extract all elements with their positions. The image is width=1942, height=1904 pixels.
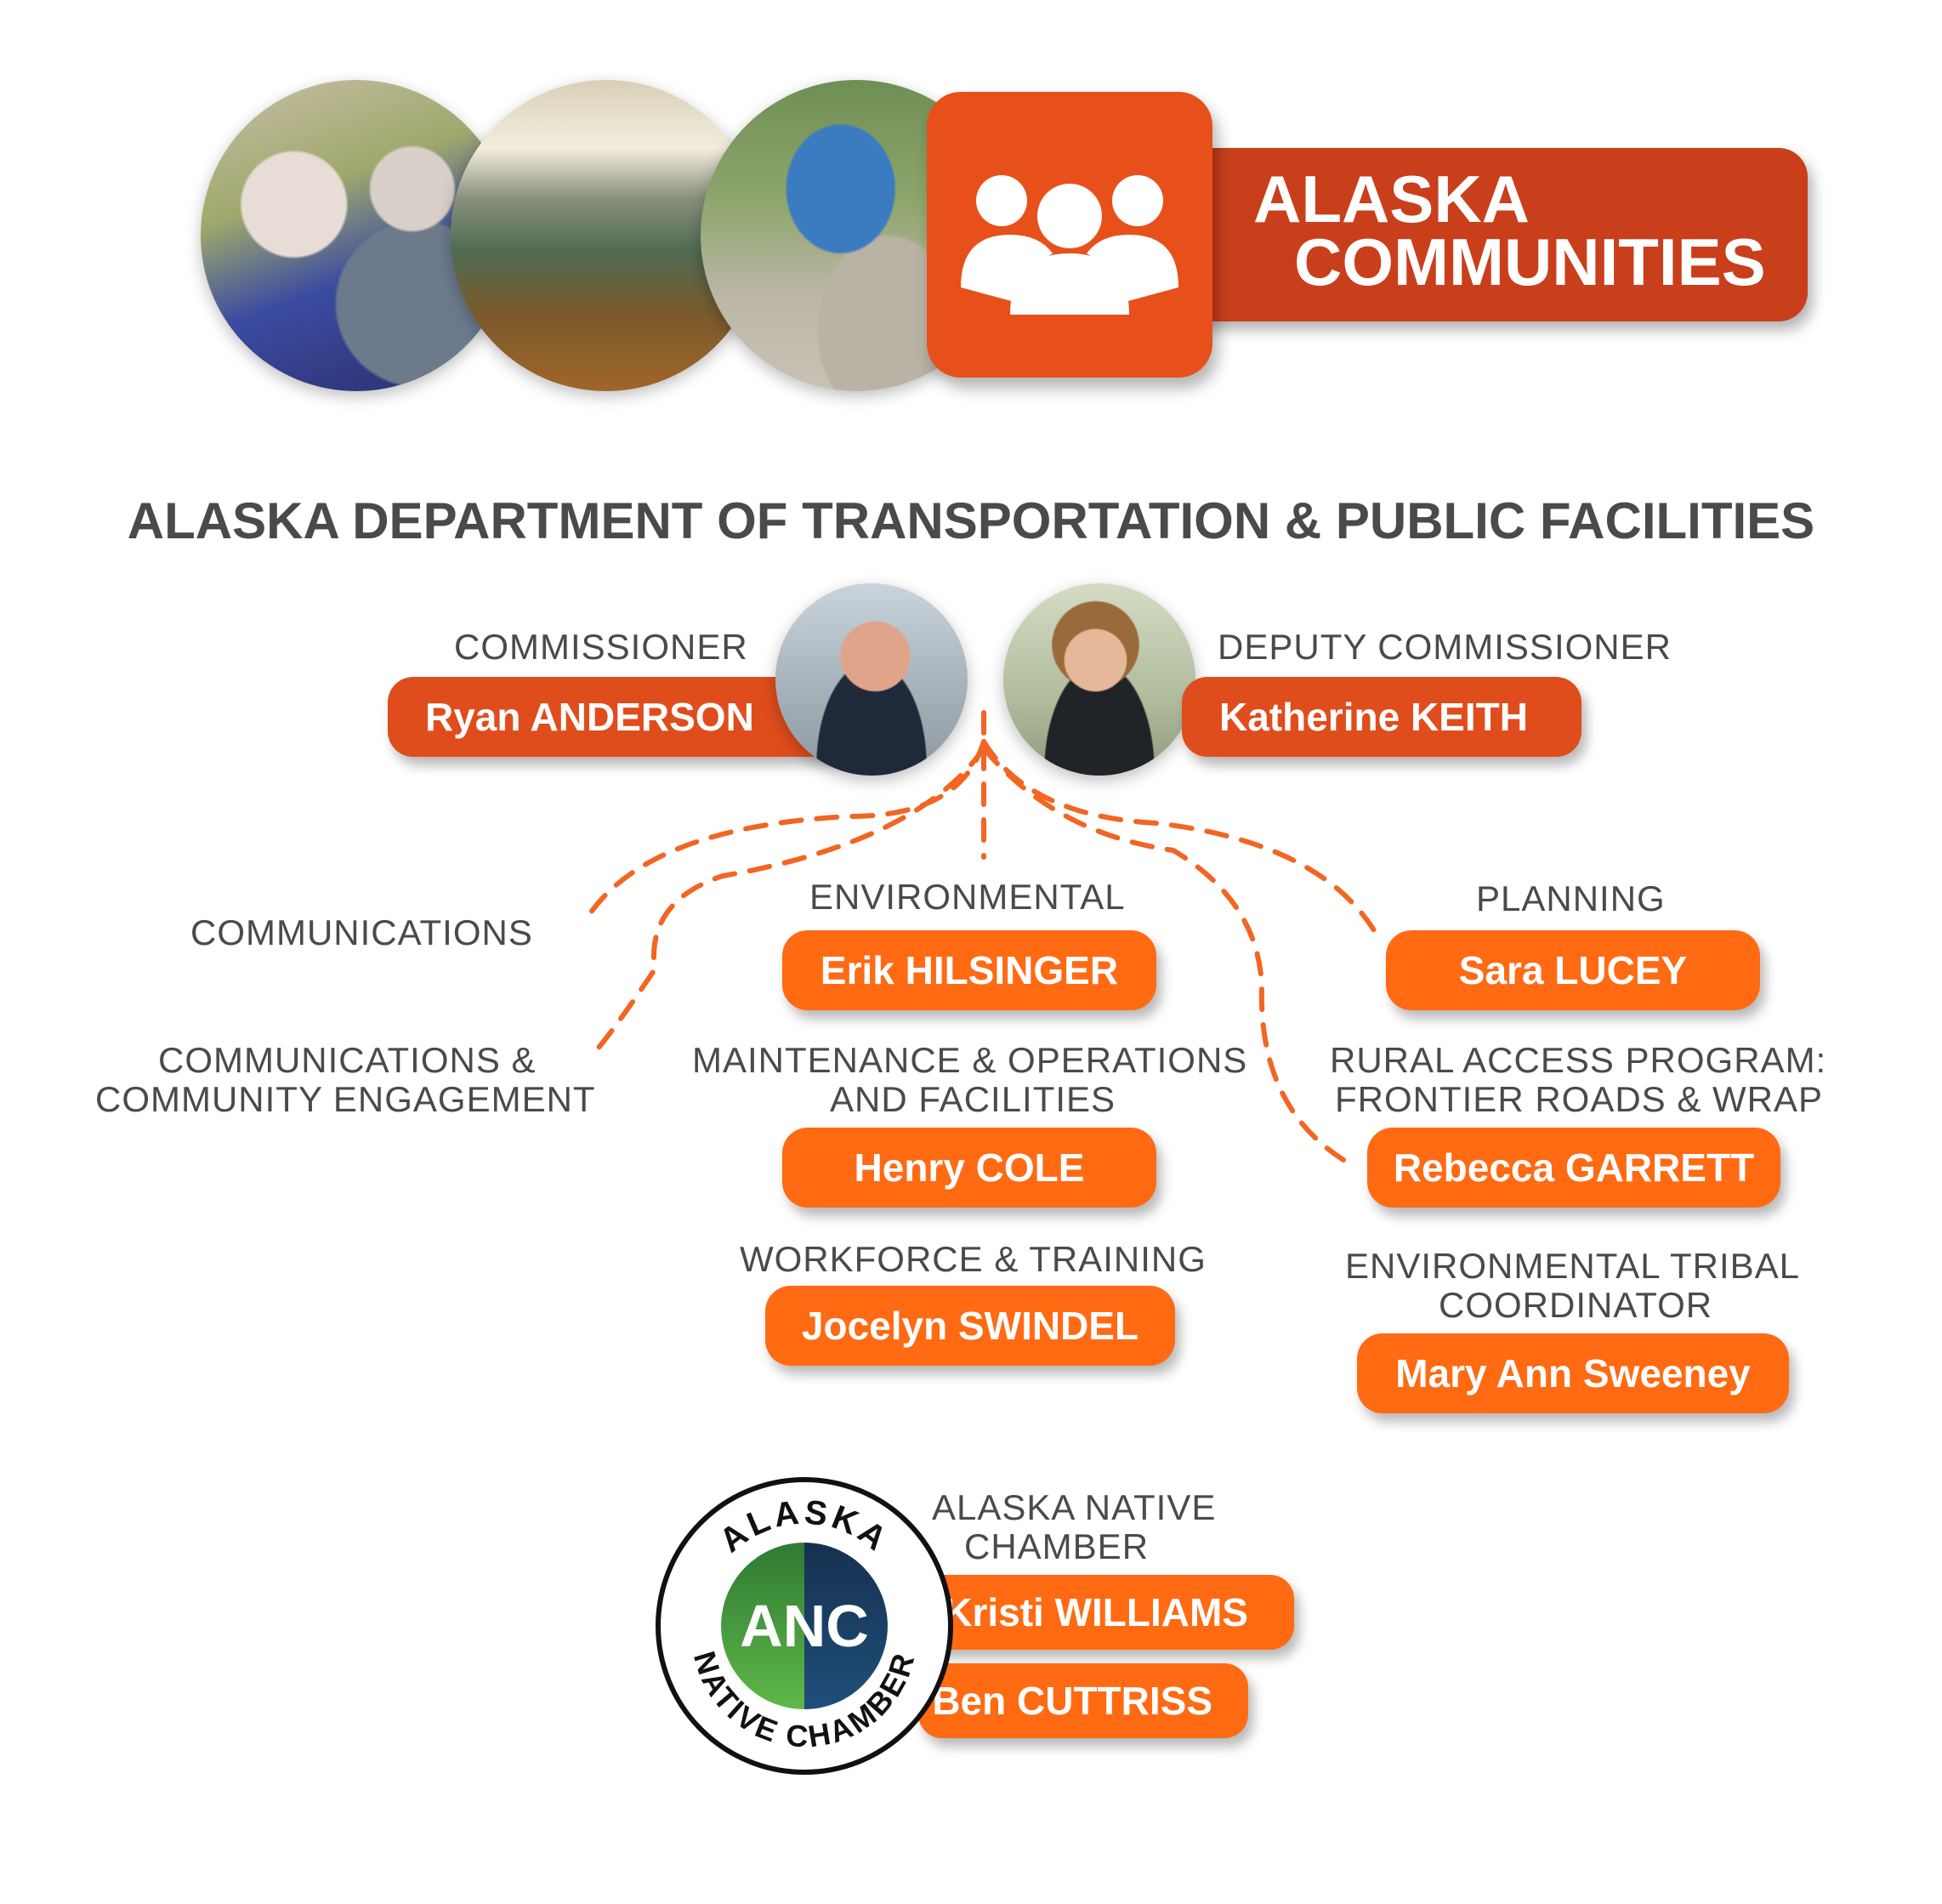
rural-access-role-1: RURAL ACCESS PROGRAM: (1330, 1040, 1827, 1080)
environmental-role: ENVIRONMENTAL (809, 877, 1126, 917)
tribal-role-1: ENVIRONMENTAL TRIBAL (1345, 1246, 1800, 1286)
deputy-photo (1003, 583, 1195, 776)
maintenance-role-1: MAINTENANCE & OPERATIONS (692, 1040, 1248, 1080)
rural-access-name: Rebecca GARRETT (1367, 1128, 1780, 1208)
icon-tile (927, 92, 1212, 378)
chamber-member-2: Ben CUTTRISS (918, 1663, 1248, 1738)
workforce-name: Jocelyn SWINDEL (765, 1286, 1175, 1366)
maintenance-role-2: AND FACILITIES (830, 1079, 1116, 1119)
chamber-role-1: ALASKA NATIVE (932, 1487, 1217, 1527)
deputy-role: DEPUTY COMMISSIONER (1218, 627, 1672, 667)
workforce-role: WORKFORCE & TRAINING (740, 1239, 1207, 1279)
tribal-role-2: COORDINATOR (1439, 1285, 1713, 1325)
chamber-role-2: CHAMBER (964, 1526, 1150, 1566)
department-heading: ALASKA DEPARTMENT OF TRANSPORTATION & PU… (127, 492, 1815, 549)
rural-access-role-2: FRONTIER ROADS & WRAP (1335, 1079, 1824, 1119)
title-line-2: COMMUNITIES (1294, 225, 1766, 299)
tribal-name: Mary Ann Sweeney (1357, 1333, 1789, 1413)
anc-logo-letters: ANC (740, 1593, 869, 1659)
chamber-member-1: Kristi WILLIAMS (918, 1575, 1294, 1650)
environmental-name: Erik HILSINGER (782, 930, 1156, 1010)
commissioner-photo (775, 583, 968, 776)
community-engagement-role-1: COMMUNICATIONS & (158, 1040, 537, 1080)
maintenance-name: Henry COLE (782, 1128, 1156, 1208)
commissioner-role: COMMISSIONER (454, 627, 748, 667)
planning-role: PLANNING (1476, 878, 1666, 918)
communications-role: COMMUNICATIONS (190, 912, 533, 952)
title-line-1: ALASKA (1253, 162, 1530, 236)
deputy-name: Katherine KEITH (1182, 677, 1581, 757)
title-banner (1184, 148, 1808, 321)
people-group-icon (961, 175, 1178, 315)
planning-name: Sara LUCEY (1386, 930, 1760, 1010)
anc-logo: ANC ALASKA NATIVE CHAMBER (656, 1477, 953, 1775)
community-engagement-role-2: COMMUNITY ENGAGEMENT (95, 1079, 596, 1119)
